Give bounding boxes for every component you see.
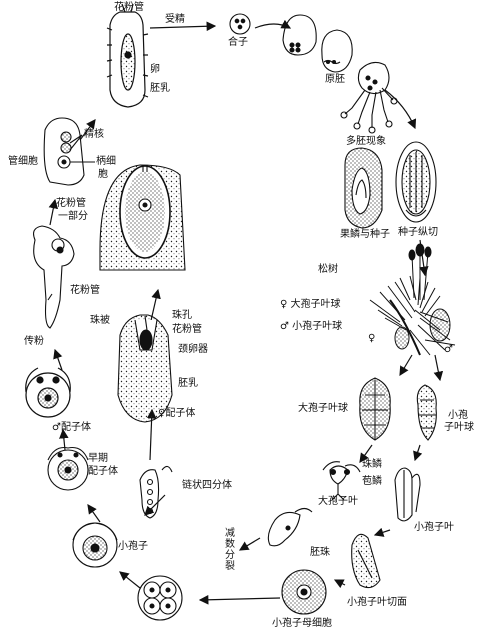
linear-tetrad-label: 链状四分体 <box>182 480 232 491</box>
fertilization-label: 受精 <box>165 14 185 25</box>
seed-scale-label: 珠鳞 <box>362 459 382 470</box>
pine-label: 松树 <box>318 264 338 275</box>
stalk-cell-label-1: 柄细 <box>96 156 116 167</box>
archegonium-label: 颈卵器 <box>178 344 208 355</box>
proembryo-label: 原胚 <box>325 74 345 85</box>
bract-scale-label: 苞鳞 <box>362 476 382 487</box>
microspore-label: 小孢子 <box>118 541 148 552</box>
pollen-tube-label-center: 花粉管 <box>172 324 202 335</box>
pollen-tube-label-top: 花粉管 <box>114 2 144 13</box>
microspore-mother-cell-label: 小孢子母细胞 <box>272 618 332 629</box>
microsporophyll-cone-label-2: 子叶球 <box>444 422 474 433</box>
early-male-gametophyte-label-1: 早期 <box>88 453 108 464</box>
integument-label: 珠被 <box>90 315 110 326</box>
male-cone-label: ♂ 小孢子叶球 <box>280 321 343 332</box>
female-cone-label: ♀ 大孢子叶球 <box>280 299 341 310</box>
microsporophyll-label: 小孢子叶 <box>414 522 454 533</box>
male-symbol: ♂ <box>444 344 453 355</box>
pollen-tube-label-left: 花粉管 <box>70 285 100 296</box>
micropyle-label: 珠孔 <box>172 310 192 321</box>
stalk-cell-label-2: 胞 <box>98 169 108 180</box>
microsporophyll-cone-label-1: 小孢 <box>448 410 468 421</box>
endosperm-label-top: 胚乳 <box>150 83 170 94</box>
zygote-label: 合子 <box>228 37 248 48</box>
male-gametophyte-label: ♂配子体 <box>52 422 91 433</box>
pollination-label: 传粉 <box>24 336 44 347</box>
early-male-gametophyte-label-2: 配子体 <box>88 466 118 477</box>
microsporophyll-section-label: 小孢子叶切面 <box>347 597 407 608</box>
seed-longitudinal-section-label: 种子纵切 <box>398 227 438 238</box>
female-gametophyte-label: ♀配子体 <box>158 408 196 419</box>
pollen-tube-part-label-1: 花粉管 <box>56 198 86 209</box>
ovule-label: 胚珠 <box>310 547 330 558</box>
egg-label: 卵 <box>150 64 160 75</box>
seed-scale-and-seed-label: 果鳞与种子 <box>340 229 390 240</box>
meiosis-label: 减数分裂 <box>225 528 235 572</box>
pollen-tube-part-label-2: 一部分 <box>58 211 88 222</box>
tube-cell-label: 管细胞 <box>8 156 38 167</box>
sperm-nuclei-label: 精核 <box>84 129 104 140</box>
polyembryony-label: 多胚现象 <box>346 136 386 147</box>
endosperm-label-center: 胚乳 <box>178 378 198 389</box>
megasporophyll-label: 大孢子叶 <box>318 496 358 507</box>
female-symbol: ♀ <box>368 333 376 344</box>
megasporophyll-cone-label: 大孢子叶球 <box>298 403 348 414</box>
